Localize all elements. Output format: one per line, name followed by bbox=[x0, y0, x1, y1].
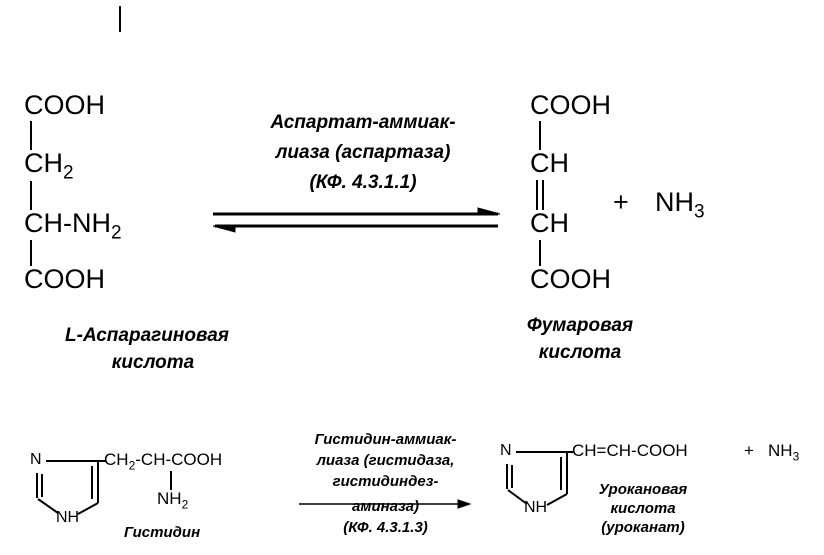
urocanate-chain: CH=CH-COOH bbox=[572, 441, 688, 460]
urocanate-name: Урокановая кислота (уроканат) bbox=[598, 481, 688, 536]
fumarate-cooh-top: COOH bbox=[530, 90, 611, 120]
histidine-chain: CH2-CH-COOH bbox=[104, 450, 223, 473]
histidine-nh2: NH2 bbox=[157, 489, 189, 512]
histidase-enzyme-label: Гистидин-аммиак- лиаза (гистидаза, гисти… bbox=[314, 431, 457, 536]
fumarate-ch-bottom: CH bbox=[530, 208, 569, 238]
histidine-name: Гистидин bbox=[124, 524, 201, 541]
urocanate-ring-n: N bbox=[500, 442, 512, 459]
aspartate-ch2: CH2 bbox=[24, 148, 74, 184]
urocanate-ring-nh: NH bbox=[524, 499, 548, 516]
aspartase-enzyme-label: Аспартат-аммиак- лиаза (аспартаза) (КФ. … bbox=[270, 112, 456, 193]
histidine-ring-bond-5 bbox=[37, 498, 59, 514]
urocanate-ring-bond-3 bbox=[546, 493, 568, 506]
reaction1-ammonia: NH3 bbox=[655, 187, 705, 223]
reverse-arrow-head bbox=[212, 225, 236, 233]
aspartate-name: L-Аспарагиновая кислота bbox=[65, 325, 229, 373]
histidine-ring-nh: NH bbox=[56, 509, 80, 526]
fumarate-ch-top: CH bbox=[530, 148, 569, 178]
aspartate-ch-nh2: CH-NH2 bbox=[24, 208, 122, 244]
histidine-ring-bond-3 bbox=[77, 502, 99, 515]
reaction2-plus: + bbox=[744, 441, 754, 460]
reaction1-plus: + bbox=[613, 187, 629, 217]
top-stroke bbox=[119, 6, 121, 32]
aspartate-cooh-top: COOH bbox=[24, 90, 105, 120]
urocanate-ring-bond-5 bbox=[507, 489, 528, 505]
fumarate-name: Фумаровая кислота bbox=[526, 315, 634, 363]
histidine-ring-n: N bbox=[30, 451, 42, 468]
forward-arrow-head bbox=[477, 207, 501, 215]
reaction2-ammonia: NH3 bbox=[768, 441, 800, 464]
aspartate-cooh-bottom: COOH bbox=[24, 264, 105, 294]
fumarate-cooh-bottom: COOH bbox=[530, 264, 611, 294]
histidase-arrow-head bbox=[457, 499, 472, 509]
